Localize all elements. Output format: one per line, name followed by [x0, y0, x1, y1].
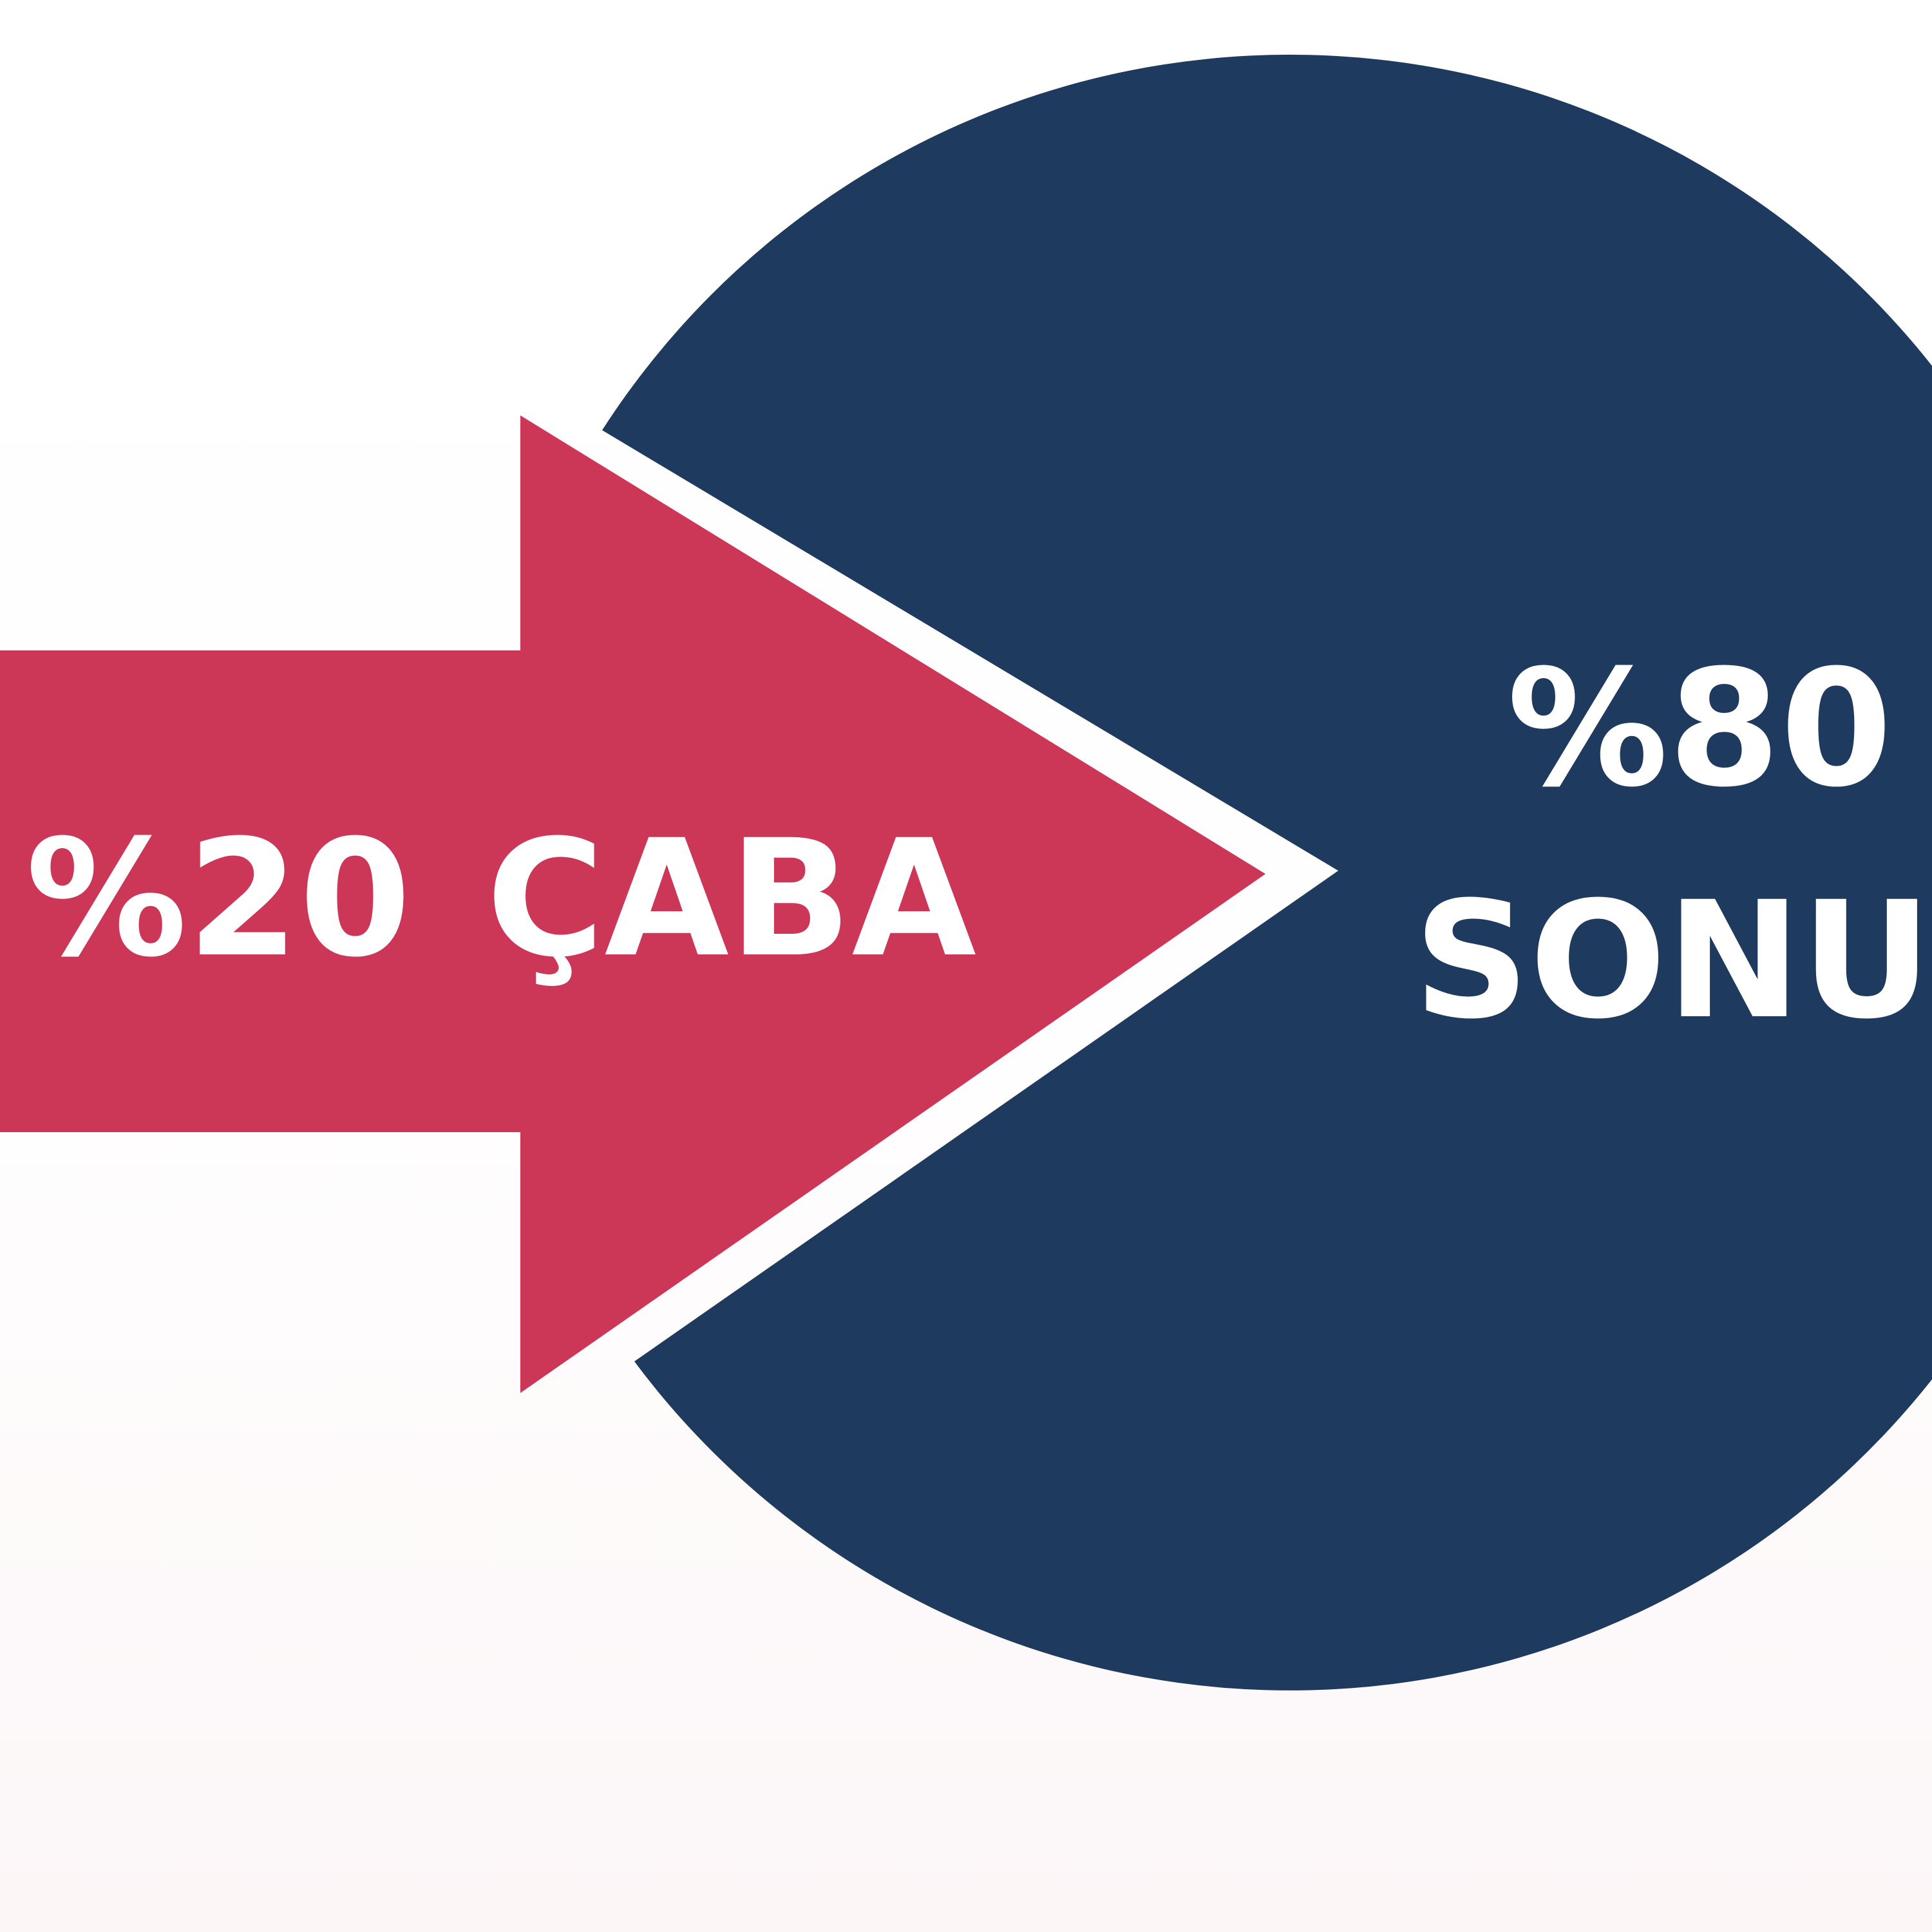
effort-percent-label: %20 — [26, 805, 411, 992]
effort-word-label: ÇABA — [486, 805, 976, 992]
result-word-label: SONUÇ — [1414, 867, 1932, 1054]
result-circle — [602, 54, 1932, 1690]
result-percent-label: %80 — [1507, 635, 1892, 822]
effort-arrow — [0, 415, 1265, 1393]
